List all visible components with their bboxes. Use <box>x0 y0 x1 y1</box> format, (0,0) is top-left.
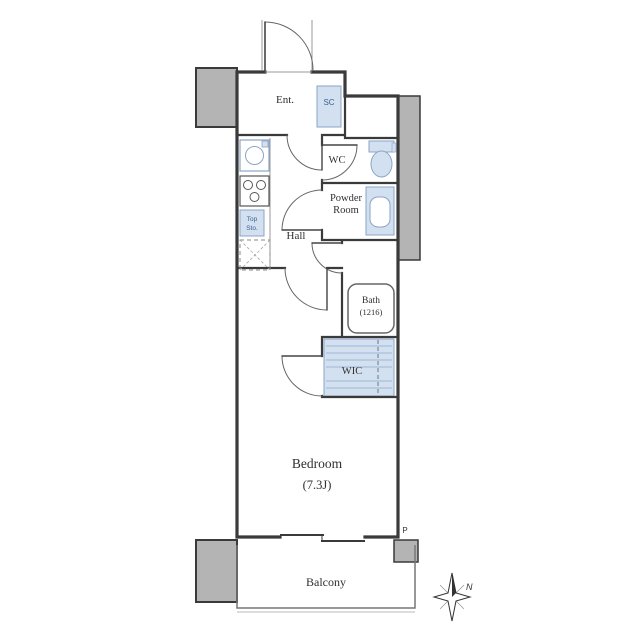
bedroom-label-1: Bedroom <box>292 456 343 471</box>
doors <box>264 21 358 397</box>
entry-door-arc <box>264 21 314 71</box>
bedroom-door <box>284 267 328 311</box>
stove-icon <box>239 175 270 207</box>
shoe-closet-area <box>316 85 342 128</box>
pillar-right <box>397 95 421 261</box>
bath-label-2: (1216) <box>360 307 383 317</box>
bedroom-label-2: (7.3J) <box>303 478 332 492</box>
kitchen-fixtures: Top Sto. <box>239 139 271 271</box>
top-storage-box: Top Sto. <box>239 209 265 237</box>
wic-label: WIC <box>342 366 362 377</box>
toilet-icon <box>368 140 397 178</box>
bathroom-fixtures <box>347 140 397 334</box>
powder-room-label-1: Powder <box>330 193 363 204</box>
wc-label: WC <box>329 155 346 166</box>
labels: Ent. SC WC Powder Room Hall Bath (1216) … <box>276 94 408 589</box>
bath-door <box>311 242 343 274</box>
wc-door-arc <box>321 144 358 181</box>
pillar-bottom-right <box>393 539 419 563</box>
wic-door-arc <box>281 355 323 397</box>
room-fills <box>316 85 395 397</box>
bedroom-door-arc <box>284 267 328 311</box>
pillar-bottom-left <box>195 539 238 603</box>
top-storage-label-2: Sto. <box>246 225 258 232</box>
bath-label-1: Bath <box>362 296 380 306</box>
hall-label: Hall <box>287 230 306 242</box>
balcony-label: Balcony <box>306 575 346 589</box>
entrance-label: Ent. <box>276 94 294 106</box>
powder-door-arc <box>281 189 323 231</box>
hall-door <box>286 134 323 171</box>
bath-door-arc <box>311 242 343 274</box>
vanity-sink-icon <box>365 186 395 236</box>
refrigerator-space-icon <box>239 239 271 271</box>
washer-pan-icon <box>239 139 270 172</box>
shoe-closet-label: SC <box>323 98 334 107</box>
entry-door <box>264 21 314 71</box>
wic-door <box>281 355 323 397</box>
sliding-window <box>280 534 365 542</box>
compass-north-label: N <box>466 582 473 592</box>
powder-room-label-2: Room <box>333 205 359 216</box>
pillars <box>195 67 421 603</box>
balcony-structure <box>236 534 416 613</box>
wc-door <box>321 144 358 181</box>
compass-star-shade <box>452 573 456 597</box>
pipe-space-label: P <box>402 526 407 535</box>
wic-shelf-lines <box>326 345 392 389</box>
bathtub-icon <box>347 283 395 334</box>
powder-room-door <box>281 189 323 231</box>
compass-rose: N <box>432 572 473 622</box>
balcony-rail <box>236 545 416 609</box>
wic-area <box>323 338 395 397</box>
top-storage-label-1: Top <box>247 216 258 223</box>
hall-door-arc <box>286 134 323 171</box>
pillar-top-left <box>195 67 238 128</box>
